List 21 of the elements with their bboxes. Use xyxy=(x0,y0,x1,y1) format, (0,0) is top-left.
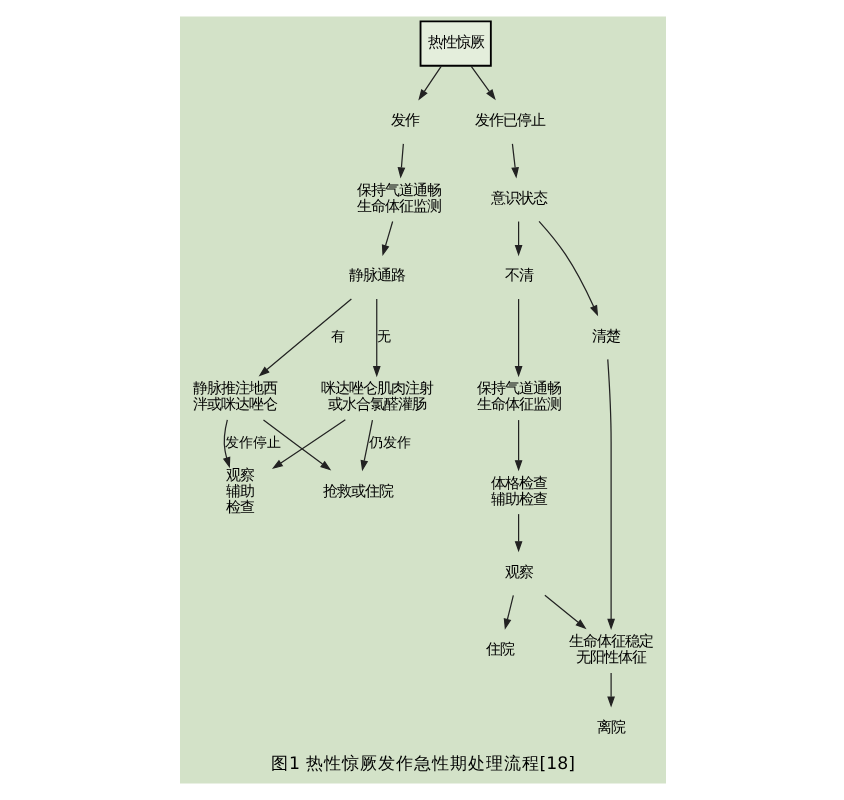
arrow xyxy=(261,419,331,471)
arrow xyxy=(221,419,230,469)
arrow xyxy=(513,419,522,472)
arrow xyxy=(513,220,522,257)
arrow xyxy=(359,419,373,472)
arrow xyxy=(543,594,586,630)
arrow xyxy=(371,298,380,378)
arrow xyxy=(417,65,441,101)
arrow xyxy=(513,298,522,378)
arrow xyxy=(606,672,614,708)
arrow xyxy=(270,419,345,470)
arrow xyxy=(396,143,405,179)
arrow xyxy=(537,220,598,317)
arrow xyxy=(502,594,513,630)
arrow xyxy=(469,65,495,101)
arrow xyxy=(257,298,351,377)
arrow xyxy=(380,220,393,257)
arrow xyxy=(606,358,614,630)
caption: 图1 热性惊厥发作急性期处理流程[18] xyxy=(270,755,574,776)
arrow xyxy=(510,143,518,179)
arrow xyxy=(513,513,522,553)
